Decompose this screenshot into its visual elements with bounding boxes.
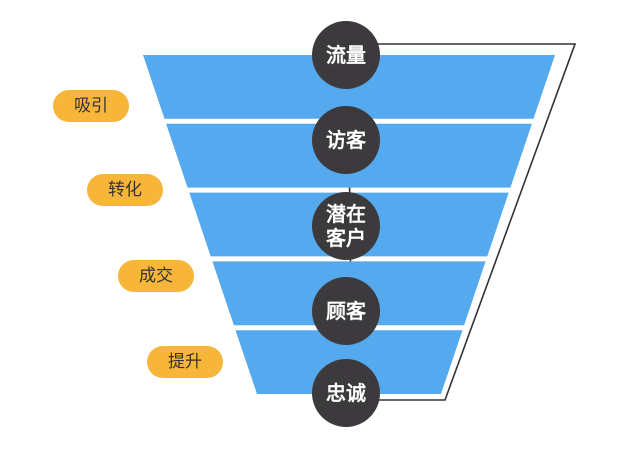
transition-pill-2: 转化 bbox=[87, 174, 163, 206]
stage-label: 访客 bbox=[326, 128, 367, 152]
pill-background bbox=[87, 174, 163, 206]
pill-background bbox=[53, 90, 129, 122]
stage-label: 忠诚 bbox=[326, 381, 366, 405]
stage-label: 流量 bbox=[326, 43, 366, 67]
transition-pill-4: 提升 bbox=[147, 346, 223, 378]
stage-circle bbox=[312, 192, 380, 260]
transition-pill-3: 成交 bbox=[118, 260, 194, 292]
stage-label: 潜在 bbox=[326, 202, 366, 226]
stage-circle bbox=[312, 21, 380, 89]
stage-circle bbox=[312, 359, 380, 427]
stage-circle bbox=[312, 277, 380, 345]
stage-badge-1: 流量 bbox=[312, 21, 380, 89]
transition-label: 转化 bbox=[108, 180, 142, 200]
stage-label: 客户 bbox=[325, 226, 366, 250]
pill-background bbox=[147, 346, 223, 378]
stage-badge-2: 访客 bbox=[312, 106, 380, 174]
transition-label: 吸引 bbox=[74, 96, 108, 116]
stage-badge-5: 忠诚 bbox=[312, 359, 380, 427]
transition-label: 成交 bbox=[139, 266, 173, 286]
pill-background bbox=[118, 260, 194, 292]
stage-badge-4: 顾客 bbox=[312, 277, 380, 345]
transition-pill-1: 吸引 bbox=[53, 90, 129, 122]
stage-label: 顾客 bbox=[326, 299, 367, 323]
stage-circle bbox=[312, 106, 380, 174]
transition-label: 提升 bbox=[168, 352, 202, 372]
